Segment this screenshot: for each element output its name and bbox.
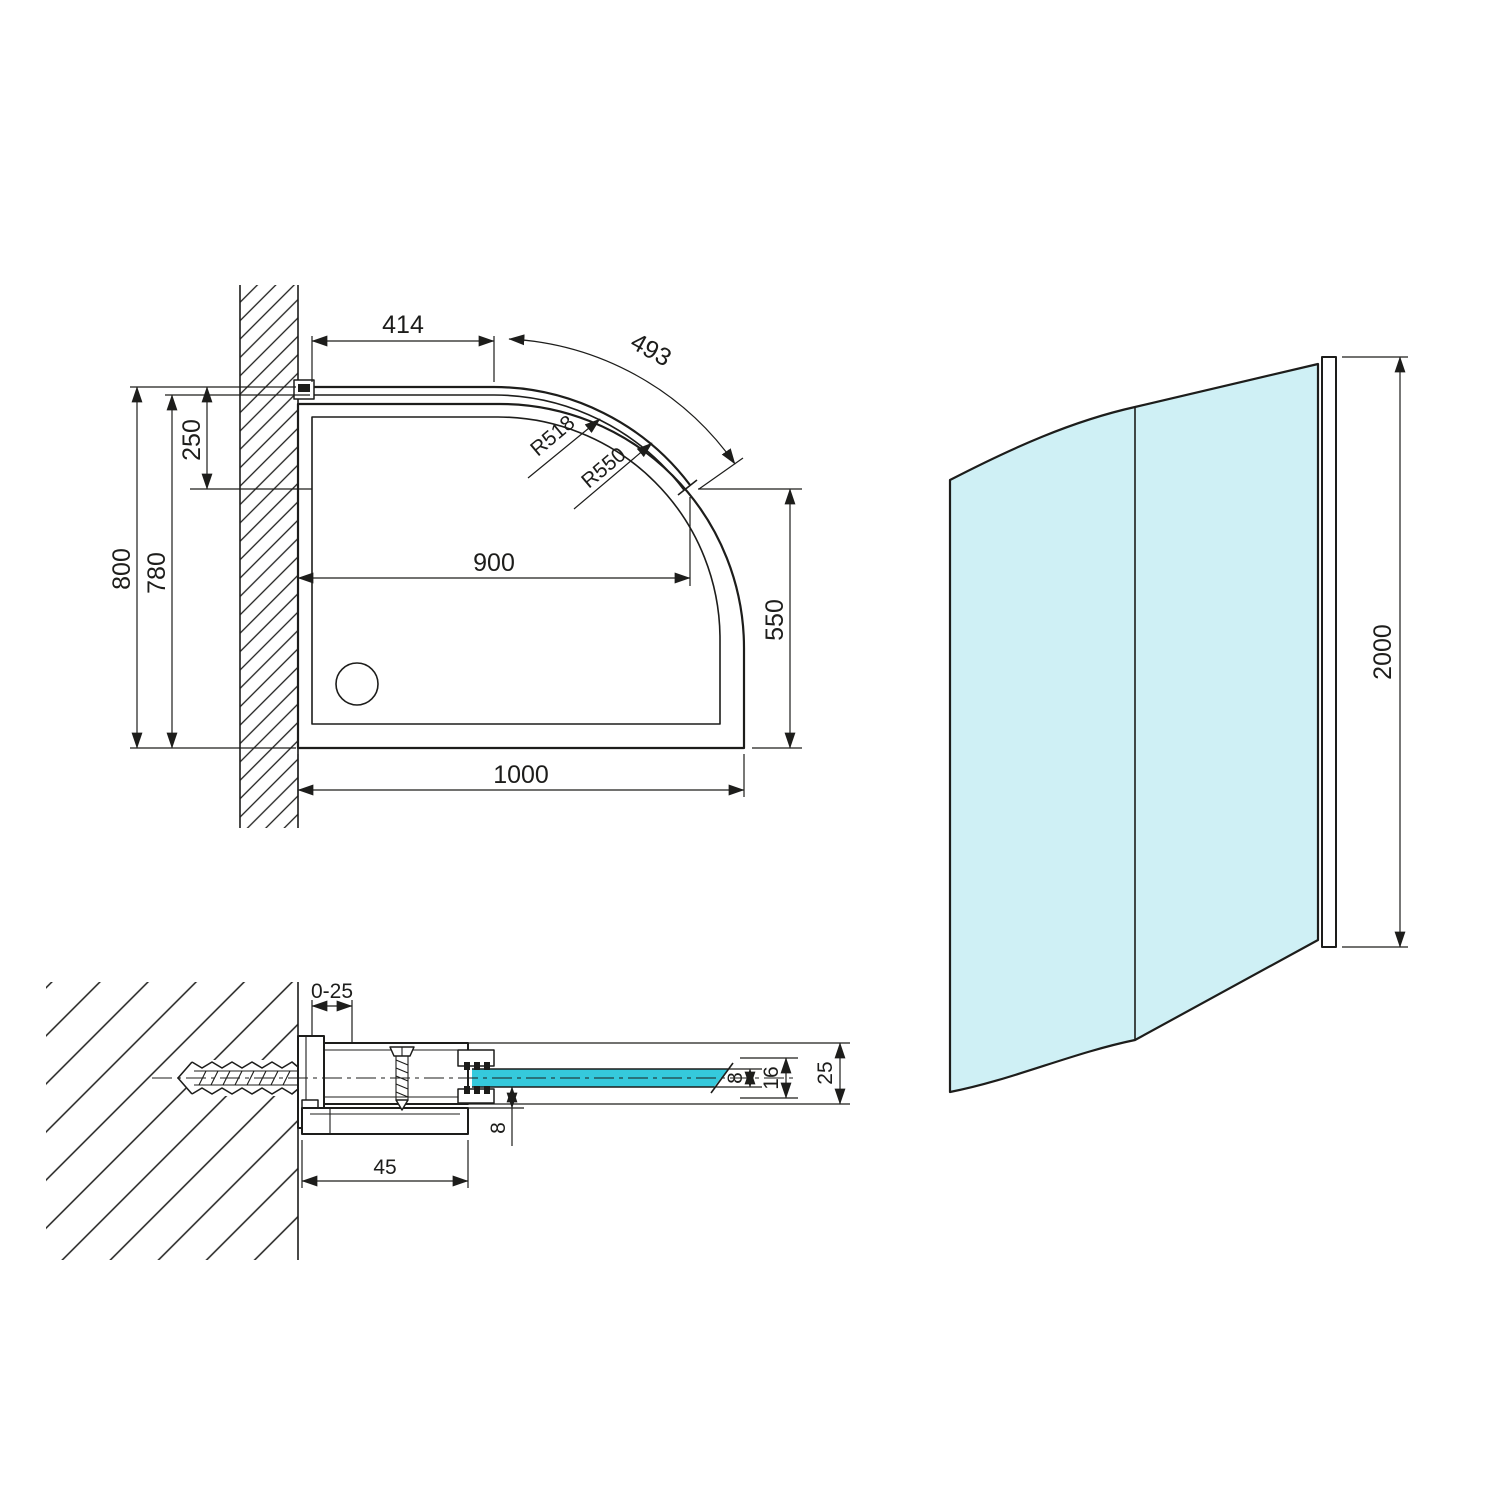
dim-label-493: 493 [626,328,676,373]
dim-label-25: 25 [814,1061,837,1084]
wall-bracket-detail [298,384,310,392]
wall-profile-bar [1321,356,1337,948]
glass-end-cap [677,479,698,496]
dim-label-45: 45 [373,1156,396,1179]
drain-outlet [335,662,379,706]
wall-plan [239,285,299,828]
dim-label-900: 900 [473,549,515,577]
fixing-screw [389,1046,415,1111]
plug-thread-top [191,1061,299,1069]
section-view: 0-25 45 8 8 16 25 [46,980,850,1260]
dim-label-8-gap: 8 [487,1122,510,1134]
screw-tip [395,1099,409,1111]
dim-label-780: 780 [143,552,171,594]
glass-outer-edge [314,385,691,486]
dim-label-8-glass: 8 [724,1072,747,1084]
dim-label-1000: 1000 [493,761,549,789]
glass-inner-edge [314,394,685,491]
section-dimensions: 0-25 45 8 8 16 25 [301,980,850,1188]
elevation-view: 2000 [948,356,1408,1094]
dim-label-800: 800 [108,548,136,590]
dim-label-414: 414 [382,311,424,339]
glass-screen-plan [293,379,698,496]
bottom-rail [301,1107,469,1135]
dim-label-550: 550 [761,599,789,641]
bracket-hook [301,1099,319,1109]
dim-label-16: 16 [760,1066,783,1089]
dim-label-0-25: 0-25 [311,980,353,1003]
glass-panel [948,362,1320,1094]
plan-view: 414 493 R518 R550 250 800 780 900 550 10… [108,285,802,828]
dim-label-2000: 2000 [1369,624,1397,680]
shower-tray-plan [296,402,746,750]
dim-label-r518: R518 [526,411,579,461]
plug-thread-bottom [191,1087,299,1095]
tray-outer-rim [296,402,746,750]
wall-hatch-section [46,982,298,1260]
wall-hatch [240,285,298,828]
elevation-dimensions: 2000 [1342,356,1408,948]
dim-label-250: 250 [178,419,206,461]
